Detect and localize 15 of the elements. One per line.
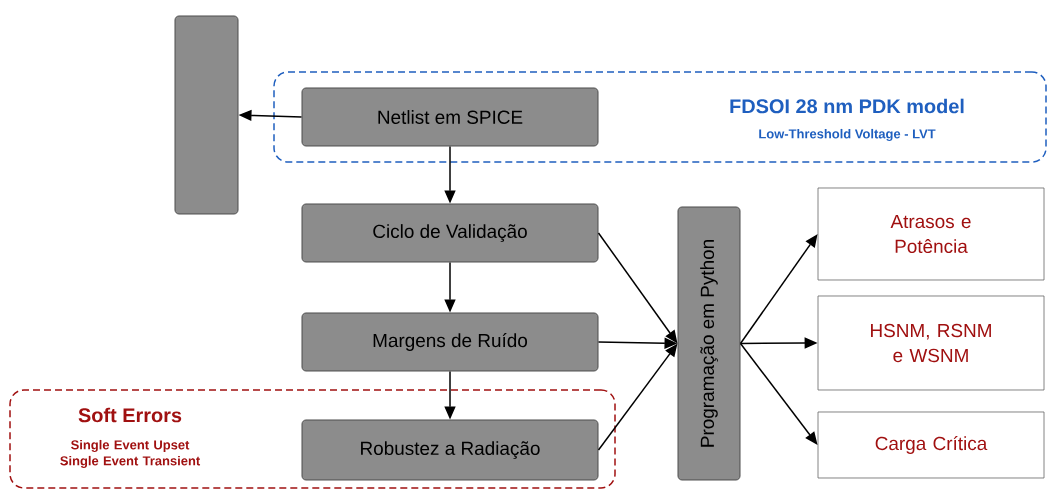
process-box: Ciclo de Validação <box>301 203 599 263</box>
arrow <box>739 342 818 445</box>
process-box: Robustez a Radiação <box>301 419 599 481</box>
region-title: Soft Errors <box>78 407 182 423</box>
vertical-box: Programação em Python <box>677 206 741 481</box>
arrow <box>739 234 818 345</box>
result-box: Carga Crítica <box>817 411 1045 479</box>
region-subtitle: Low-Threshold Voltage - LVT <box>759 128 936 142</box>
process-box: Netlist em SPICE <box>301 87 599 147</box>
result-box: HSNM, RSNM e WSNM <box>817 295 1045 391</box>
process-box: Margens de Ruído <box>301 312 599 372</box>
region-subtitle: Single Event Upset Single Event Transient <box>60 439 201 469</box>
result-box: Atrasos e Potência <box>817 187 1045 281</box>
region-title: FDSOI 28 nm PDK model <box>730 98 964 114</box>
vertical-box <box>174 15 239 215</box>
